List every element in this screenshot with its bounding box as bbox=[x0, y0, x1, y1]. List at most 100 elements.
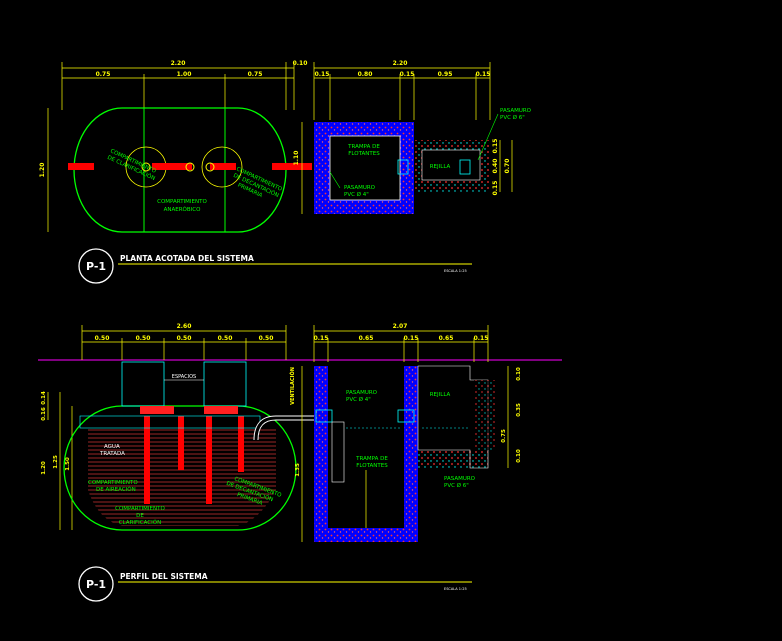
profile-dim-total: 2.60 bbox=[177, 323, 192, 330]
plan-box-dim-seg-3: 0.15 bbox=[400, 71, 415, 78]
profile-dim-left-2: 0.16 bbox=[41, 407, 47, 421]
profile-water bbox=[88, 428, 276, 526]
plan-manhole-2 bbox=[201, 146, 243, 188]
profile-lid-1 bbox=[140, 406, 174, 414]
profile-dim-left-1: 0.14 bbox=[41, 391, 47, 405]
plan-label-clarificacion: COMPARTIMIENTO DE CLARIFICACIÓN bbox=[106, 148, 157, 182]
plan-box-dim-seg-5: 0.15 bbox=[476, 71, 491, 78]
plan-box-dimensions bbox=[301, 62, 513, 214]
plan-dim-seg-3: 0.75 bbox=[248, 71, 263, 78]
plan-rejilla-label: REJILLA bbox=[430, 164, 451, 170]
profile-dim-right-2: 0.35 bbox=[516, 403, 522, 417]
profile-box-dim-seg-1: 0.15 bbox=[314, 335, 329, 342]
svg-text:COMPARTIMIENTO: COMPARTIMIENTO bbox=[88, 480, 138, 486]
plan-top-dimensions bbox=[61, 62, 295, 110]
profile-dim-mid: 1.35 bbox=[295, 463, 301, 477]
profile-dim-seg-4: 0.50 bbox=[218, 335, 233, 342]
svg-text:ANAERÓBICO: ANAERÓBICO bbox=[164, 206, 202, 213]
plan-box-dim-right-3: 0.15 bbox=[492, 181, 499, 196]
profile-riser-1 bbox=[121, 361, 165, 407]
profile-title: PERFIL DEL SISTEMA bbox=[120, 572, 208, 581]
profile-trap-box bbox=[314, 365, 496, 542]
profile-dim-right-1: 0.10 bbox=[516, 367, 522, 381]
plan-pasamuro-2-a: PASAMURO bbox=[500, 108, 532, 114]
profile-scale: ESCALA 1:25 bbox=[444, 587, 467, 591]
plan-trap-label-1: TRAMPA DE bbox=[347, 144, 380, 150]
plan-pasamuro-1-leader bbox=[329, 171, 341, 189]
plan-badge: P-1 bbox=[86, 260, 106, 273]
profile-dim-right-3: 0.10 bbox=[516, 449, 522, 463]
profile-dim-right-4: 0.75 bbox=[501, 429, 507, 443]
profile-view: 2.60 0.50 0.50 0.50 0.50 0.50 0.14 0.16 … bbox=[38, 323, 562, 602]
svg-text:DE AIREACIÓN: DE AIREACIÓN bbox=[96, 486, 136, 493]
profile-dim-seg-2: 0.50 bbox=[136, 335, 151, 342]
plan-dim-small: 0.10 bbox=[293, 60, 308, 67]
profile-badge: P-1 bbox=[86, 578, 106, 591]
plan-dim-seg-1: 0.75 bbox=[96, 71, 111, 78]
plan-trap-box bbox=[314, 122, 490, 214]
plan-box-dim-seg-1: 0.15 bbox=[315, 71, 330, 78]
profile-label-clarificacion: COMPARTIMIENTO DE CLARIFICACIÓN bbox=[115, 506, 165, 526]
profile-box-dim-seg-2: 0.65 bbox=[359, 335, 374, 342]
profile-ventilacion: VENTILACIÓN bbox=[289, 367, 296, 405]
profile-dim-left-4: 1.25 bbox=[53, 455, 59, 469]
profile-dim-seg-3: 0.50 bbox=[177, 335, 192, 342]
profile-espacios-label: ESPACIOS bbox=[172, 374, 196, 380]
profile-pasamuro-1-a: PASAMURO bbox=[346, 390, 378, 396]
profile-dim-seg-5: 0.50 bbox=[259, 335, 274, 342]
profile-box-dim-seg-3: 0.15 bbox=[404, 335, 419, 342]
plan-pasamuro-1-a: PASAMURO bbox=[344, 185, 376, 191]
svg-text:DE: DE bbox=[136, 513, 144, 519]
profile-tank-outline bbox=[63, 405, 297, 531]
plan-box-dim-total: 2.20 bbox=[393, 60, 408, 67]
plan-title: PLANTA ACOTADA DEL SISTEMA bbox=[120, 254, 254, 263]
profile-rejilla-label: REJILLA bbox=[430, 392, 451, 398]
plan-label-anaerobico: COMPARTIMIENTO ANAERÓBICO bbox=[157, 199, 207, 213]
svg-text:TRATADA: TRATADA bbox=[99, 451, 125, 457]
profile-label-agua: AGUA TRATADA bbox=[99, 444, 125, 457]
plan-box-dim-right-2: 0.40 bbox=[492, 159, 499, 174]
plan-pasamuro-2-b: PVC Ø 6" bbox=[500, 114, 525, 121]
svg-text:AGUA: AGUA bbox=[104, 444, 120, 450]
profile-trap-label-2: FLOTANTES bbox=[356, 463, 388, 469]
profile-badge-circle bbox=[78, 566, 114, 602]
plan-dim-seg-2: 1.00 bbox=[177, 71, 192, 78]
profile-riser-2 bbox=[203, 361, 247, 407]
plan-badge-circle bbox=[78, 248, 114, 284]
profile-box-dim-seg-4: 0.65 bbox=[439, 335, 454, 342]
svg-text:CLARIFICACIÓN: CLARIFICACIÓN bbox=[119, 519, 161, 526]
profile-outlet-pipe-inner bbox=[254, 416, 314, 441]
plan-scale: ESCALA 1:25 bbox=[444, 269, 467, 273]
plan-box-dim-right-1: 0.15 bbox=[492, 139, 499, 154]
plan-tank-outline bbox=[73, 107, 287, 233]
profile-top-dimensions bbox=[81, 325, 287, 360]
profile-lid-2 bbox=[204, 406, 238, 414]
plan-dim-left: 1.20 bbox=[39, 163, 46, 178]
plan-box-dim-seg-2: 0.80 bbox=[358, 71, 373, 78]
plan-dim-total: 2.20 bbox=[171, 60, 186, 67]
profile-label-aireacion: COMPARTIMIENTO DE AIREACIÓN bbox=[88, 480, 138, 493]
svg-text:COMPARTIMIENTO: COMPARTIMIENTO bbox=[157, 199, 207, 205]
plan-box-dim-right-total: 0.70 bbox=[504, 159, 511, 174]
profile-box-dim-seg-5: 0.15 bbox=[474, 335, 489, 342]
profile-pasamuro-1-b: PVC Ø 4" bbox=[346, 396, 371, 403]
plan-pasamuro-2-leader bbox=[477, 113, 499, 161]
profile-pasamuro-2-b: PVC Ø 6" bbox=[444, 482, 469, 489]
profile-box-dimensions bbox=[301, 325, 509, 542]
plan-label-decantacion: COMPARTIMIENTO DE DECANTACIÓN PRIMARIA bbox=[232, 166, 283, 199]
profile-dim-seg-1: 0.50 bbox=[95, 335, 110, 342]
plan-box-dim-left: 1.10 bbox=[293, 151, 300, 166]
plan-box-dim-seg-4: 0.95 bbox=[438, 71, 453, 78]
profile-pasamuro-2-a: PASAMURO bbox=[444, 476, 476, 482]
plan-pasamuro-1-b: PVC Ø 4" bbox=[344, 191, 369, 198]
plan-view: 2.20 0.75 1.00 0.75 0.10 1.20 COMPARTIMI… bbox=[39, 60, 532, 284]
profile-dim-left-5: 1.50 bbox=[65, 457, 71, 471]
plan-trap-label-2: FLOTANTES bbox=[348, 151, 380, 157]
profile-dim-left-3: 1.20 bbox=[41, 461, 47, 475]
profile-box-dim-total: 2.07 bbox=[393, 323, 408, 330]
plan-pipes bbox=[68, 162, 312, 172]
svg-text:COMPARTIMIENTO: COMPARTIMIENTO bbox=[115, 506, 165, 512]
profile-left-dimensions bbox=[47, 392, 73, 530]
